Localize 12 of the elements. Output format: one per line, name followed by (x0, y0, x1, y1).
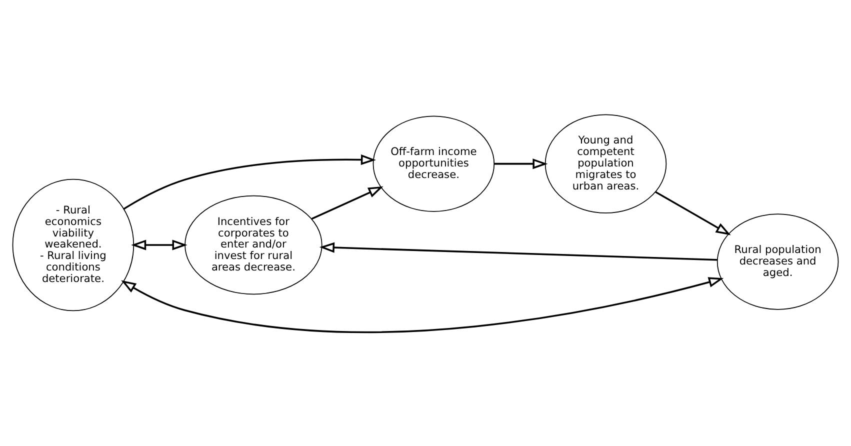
node-ellipse: Off-farm income opportunities decrease. (372, 115, 495, 212)
node-ellipse: Rural population decreases and aged. (716, 213, 839, 310)
arrow (121, 276, 724, 332)
arrow (319, 242, 718, 260)
arrow (123, 154, 376, 210)
node-circle: - Rural economics viability weakened. - Rural living conditions deteriorate. (12, 178, 134, 311)
node-ellipse: Incentives for corporates to enter and/or invest for rural areas decrease. (184, 194, 322, 294)
arrow (311, 186, 384, 220)
arrow (494, 158, 548, 169)
node-ellipse: Young and competent population migrates to urban areas. (544, 114, 667, 213)
arrow (655, 190, 731, 235)
arrow (131, 239, 188, 250)
